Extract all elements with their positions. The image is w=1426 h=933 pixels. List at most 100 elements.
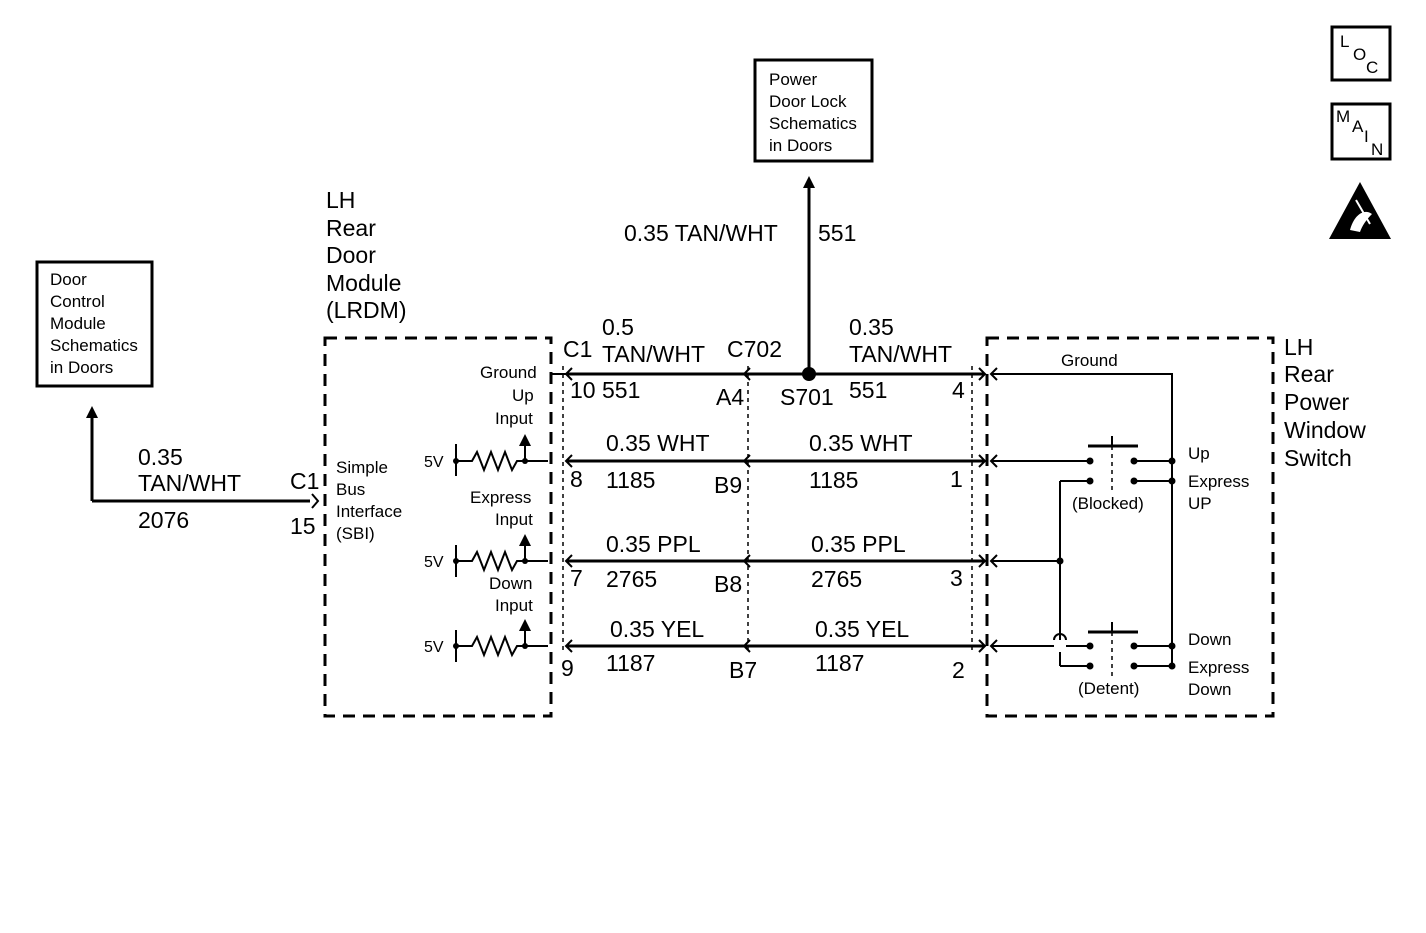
svg-text:O: O bbox=[1353, 45, 1366, 64]
svg-text:Door: Door bbox=[50, 270, 87, 289]
svg-text:in Doors: in Doors bbox=[769, 136, 832, 155]
svg-text:N: N bbox=[1371, 140, 1383, 159]
svg-text:Down: Down bbox=[1188, 630, 1231, 649]
svg-text:0.35 WHT: 0.35 WHT bbox=[606, 430, 710, 456]
svg-text:B9: B9 bbox=[714, 472, 742, 498]
svg-text:I: I bbox=[1364, 127, 1369, 146]
svg-text:(SBI): (SBI) bbox=[336, 524, 375, 543]
svg-text:551: 551 bbox=[849, 377, 887, 403]
svg-text:1185: 1185 bbox=[606, 467, 655, 493]
svg-text:Control: Control bbox=[50, 292, 105, 311]
wire-2076: 0.35 TAN/WHT 2076 C1 15 bbox=[86, 406, 319, 539]
svg-text:0.35 WHT: 0.35 WHT bbox=[809, 430, 913, 456]
svg-text:0.35 YEL: 0.35 YEL bbox=[610, 616, 704, 642]
svg-text:7: 7 bbox=[570, 565, 583, 591]
svg-text:C702: C702 bbox=[727, 336, 782, 362]
svg-text:2: 2 bbox=[952, 657, 965, 683]
svg-text:TAN/WHT: TAN/WHT bbox=[138, 470, 241, 496]
svg-text:10: 10 bbox=[570, 377, 596, 403]
svg-text:5V: 5V bbox=[424, 454, 444, 471]
svg-text:0.35 PPL: 0.35 PPL bbox=[606, 531, 701, 557]
svg-text:2765: 2765 bbox=[606, 566, 657, 592]
svg-text:Simple: Simple bbox=[336, 458, 388, 477]
svg-text:(Blocked): (Blocked) bbox=[1072, 494, 1144, 513]
svg-text:Express: Express bbox=[1188, 472, 1249, 491]
svg-text:B8: B8 bbox=[714, 571, 742, 597]
svg-text:Door: Door bbox=[326, 242, 376, 268]
svg-text:TAN/WHT: TAN/WHT bbox=[849, 341, 952, 367]
svg-text:A: A bbox=[1352, 117, 1364, 136]
svg-text:Down: Down bbox=[1188, 680, 1231, 699]
svg-text:0.35 TAN/WHT: 0.35 TAN/WHT bbox=[624, 220, 778, 246]
svg-text:Switch: Switch bbox=[1284, 445, 1352, 471]
svg-text:(LRDM): (LRDM) bbox=[326, 297, 407, 323]
svg-text:1187: 1187 bbox=[606, 650, 655, 676]
svg-text:TAN/WHT: TAN/WHT bbox=[602, 341, 705, 367]
switch-connector: 4 1 3 2 bbox=[950, 366, 973, 683]
svg-text:0.5: 0.5 bbox=[602, 314, 634, 340]
wire-2765: 0.35 PPL 2765 0.35 PPL 2765 bbox=[564, 531, 987, 592]
svg-text:M: M bbox=[1336, 107, 1350, 126]
lh-rear-door-module: LH Rear Door Module (LRDM) Simple Bus In… bbox=[323, 187, 566, 718]
svg-text:Interface: Interface bbox=[336, 502, 402, 521]
main-icon[interactable]: M A I N bbox=[1330, 102, 1392, 161]
svg-text:Schematics: Schematics bbox=[50, 336, 138, 355]
wire-1187: 0.35 YEL 1187 0.35 YEL 1187 bbox=[564, 616, 987, 676]
svg-text:Module: Module bbox=[326, 270, 401, 296]
svg-text:0.35: 0.35 bbox=[849, 314, 894, 340]
svg-text:Input: Input bbox=[495, 596, 533, 615]
svg-text:Module: Module bbox=[50, 314, 106, 333]
loc-icon[interactable]: L O C bbox=[1330, 25, 1392, 82]
door-control-module-box[interactable]: Door Control Module Schematics in Doors bbox=[35, 260, 154, 388]
svg-text:C1: C1 bbox=[290, 468, 319, 494]
pullup-resistor-up: 5V bbox=[424, 434, 548, 476]
esd-warning-icon[interactable] bbox=[1329, 182, 1391, 239]
wire-551: 0.5 TAN/WHT 551 0.35 TAN/WHT 551 S701 0.… bbox=[564, 176, 987, 410]
svg-text:1187: 1187 bbox=[815, 650, 864, 676]
svg-text:0.35 YEL: 0.35 YEL bbox=[815, 616, 909, 642]
svg-text:9: 9 bbox=[561, 655, 574, 681]
svg-text:Up: Up bbox=[1188, 444, 1210, 463]
svg-text:Rear: Rear bbox=[326, 215, 376, 241]
svg-text:551: 551 bbox=[818, 220, 856, 246]
svg-text:0.35 PPL: 0.35 PPL bbox=[811, 531, 906, 557]
svg-text:UP: UP bbox=[1188, 494, 1212, 513]
svg-text:2765: 2765 bbox=[811, 566, 862, 592]
svg-text:5V: 5V bbox=[424, 639, 444, 656]
pullup-resistor-express: 5V bbox=[424, 534, 548, 577]
svg-text:Input: Input bbox=[495, 409, 533, 428]
svg-text:LH: LH bbox=[1284, 334, 1313, 360]
svg-text:B7: B7 bbox=[729, 657, 757, 683]
svg-text:1: 1 bbox=[950, 466, 963, 492]
connector-c1: C1 10 8 7 9 bbox=[561, 336, 596, 681]
svg-text:L: L bbox=[1340, 32, 1349, 51]
svg-text:Rear: Rear bbox=[1284, 361, 1334, 387]
svg-text:S701: S701 bbox=[780, 384, 834, 410]
svg-text:C: C bbox=[1366, 58, 1378, 77]
svg-text:551: 551 bbox=[602, 377, 640, 403]
svg-text:8: 8 bbox=[570, 466, 583, 492]
power-door-lock-box[interactable]: Power Door Lock Schematics in Doors bbox=[753, 58, 874, 163]
svg-text:Express: Express bbox=[1188, 658, 1249, 677]
svg-text:1185: 1185 bbox=[809, 467, 858, 493]
svg-text:3: 3 bbox=[950, 565, 963, 591]
svg-text:Power: Power bbox=[1284, 389, 1350, 415]
svg-text:2076: 2076 bbox=[138, 507, 189, 533]
svg-text:Express: Express bbox=[470, 488, 531, 507]
svg-text:5V: 5V bbox=[424, 554, 444, 571]
svg-text:Window: Window bbox=[1284, 417, 1366, 443]
svg-text:4: 4 bbox=[952, 377, 965, 403]
svg-text:Ground: Ground bbox=[1061, 351, 1118, 370]
svg-text:0.35: 0.35 bbox=[138, 444, 183, 470]
svg-text:15: 15 bbox=[290, 513, 316, 539]
svg-text:LH: LH bbox=[326, 187, 355, 213]
svg-text:in Doors: in Doors bbox=[50, 358, 113, 377]
lh-rear-power-window-switch: LH Rear Power Window Switch Ground Up Ex… bbox=[985, 334, 1366, 718]
svg-text:Input: Input bbox=[495, 510, 533, 529]
svg-text:Door Lock: Door Lock bbox=[769, 92, 847, 111]
svg-text:Schematics: Schematics bbox=[769, 114, 857, 133]
svg-text:A4: A4 bbox=[716, 384, 744, 410]
svg-text:C1: C1 bbox=[563, 336, 592, 362]
connector-c702: C702 A4 B9 B8 B7 bbox=[714, 336, 782, 683]
